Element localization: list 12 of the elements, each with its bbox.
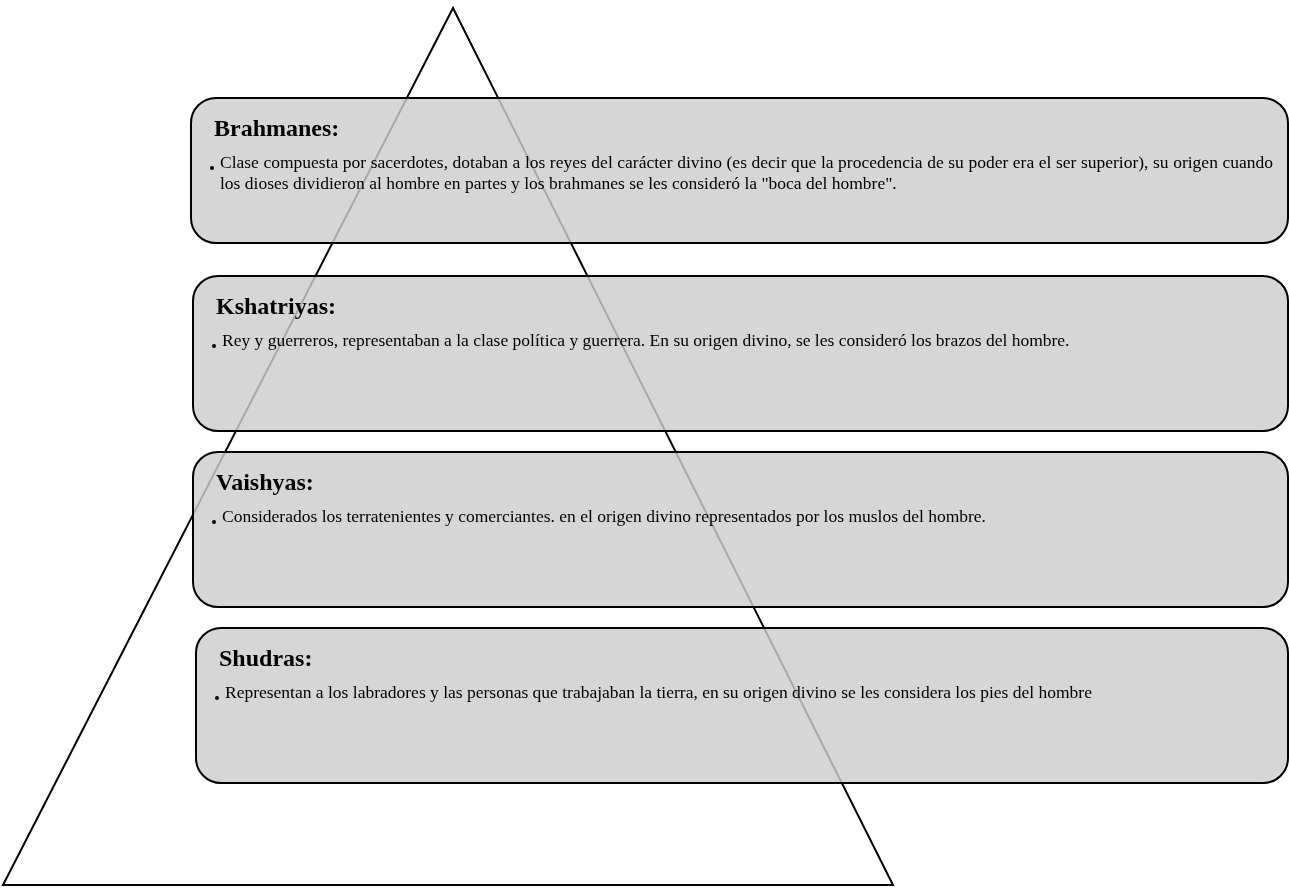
caste-card [195,627,1289,784]
caste-description: Considerados los terratenientes y comerciantes. en el origen divino representados por los muslos del hombre. [212,506,1273,527]
caste-heading: Kshatriyas: [216,293,336,320]
caste-description: Representan a los labradores y las personas que trabajaban la tierra, en su origen divino se les considera los pies del hombre [215,682,1273,703]
caste-heading: Shudras: [219,645,313,672]
caste-heading: Vaishyas: [216,469,314,496]
caste-card [190,97,1289,244]
caste-card [192,275,1289,432]
caste-description: Clase compuesta por sacerdotes, dotaban a los reyes del carácter divino (es decir que la procedencia de su poder era el ser superior), su origen cuando los dioses dividieron al hombre en partes y los brahmanes se les consideró la "boca del hombre". [210,152,1273,194]
caste-description: Rey y guerreros, representaban a la clase política y guerrera. En su origen divino, se les consideró los brazos del hombre. [212,330,1273,351]
caste-card [192,451,1289,608]
caste-heading: Brahmanes: [214,115,340,142]
